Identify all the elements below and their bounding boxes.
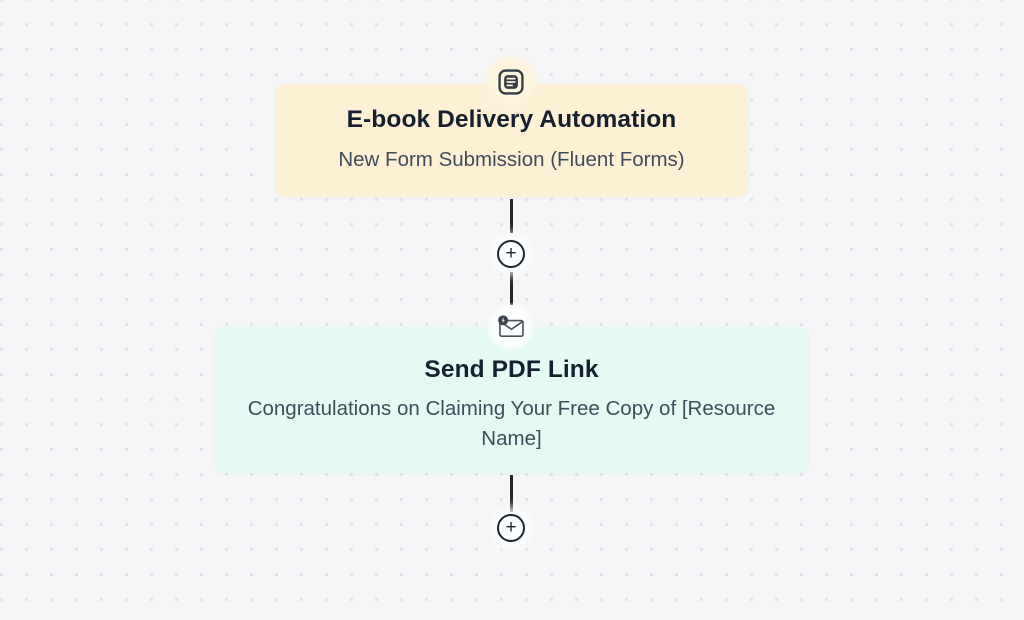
form-document-icon	[482, 53, 540, 111]
connector-line	[509, 199, 513, 233]
plus-icon: +	[505, 242, 517, 264]
trigger-subtitle: New Form Submission (Fluent Forms)	[338, 148, 685, 171]
add-step-button[interactable]: +	[497, 240, 525, 268]
action-node-card[interactable]: Send PDF Link Congratulations on Claimin…	[215, 327, 808, 473]
connector-line	[509, 272, 513, 305]
action-subtitle: Congratulations on Claiming Your Free Co…	[247, 397, 776, 450]
action-title: Send PDF Link	[424, 356, 599, 383]
connector-line	[509, 475, 513, 512]
add-step-button[interactable]: +	[497, 514, 525, 542]
plus-icon: +	[505, 516, 517, 538]
send-email-icon	[487, 303, 535, 351]
